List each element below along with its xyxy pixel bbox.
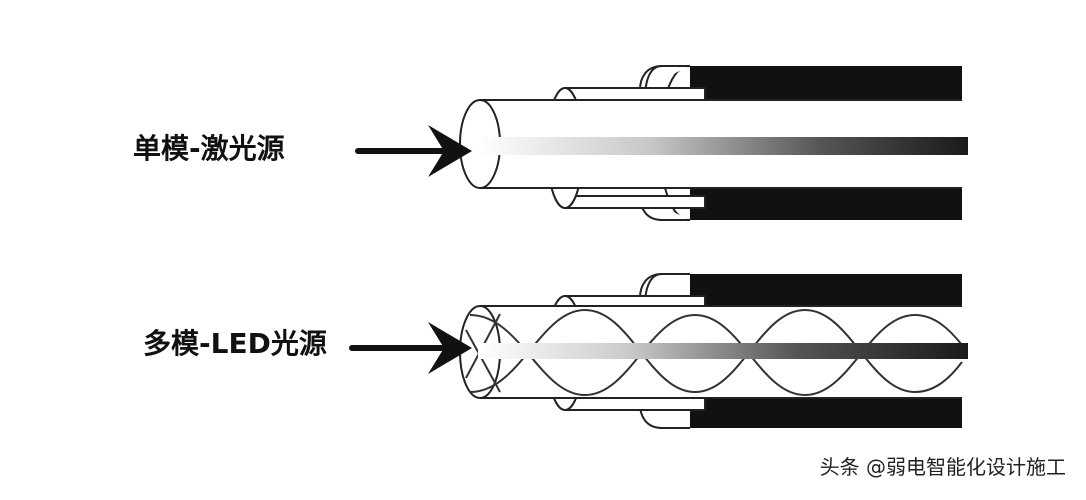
multi-mode-label: 多模-LED光源 bbox=[143, 327, 327, 360]
single-mode-input-arrow bbox=[355, 125, 472, 177]
single-mode-fiber bbox=[355, 65, 968, 221]
multi-mode-fiber bbox=[349, 273, 968, 429]
multi-mode-core bbox=[478, 343, 968, 359]
single-mode-label: 单模-激光源 bbox=[133, 132, 285, 165]
multi-mode-input-arrow bbox=[349, 322, 472, 374]
watermark: 头条 @弱电智能化设计施工 bbox=[819, 455, 1066, 479]
single-mode-jacket bbox=[639, 65, 962, 221]
single-mode-core bbox=[478, 137, 968, 155]
